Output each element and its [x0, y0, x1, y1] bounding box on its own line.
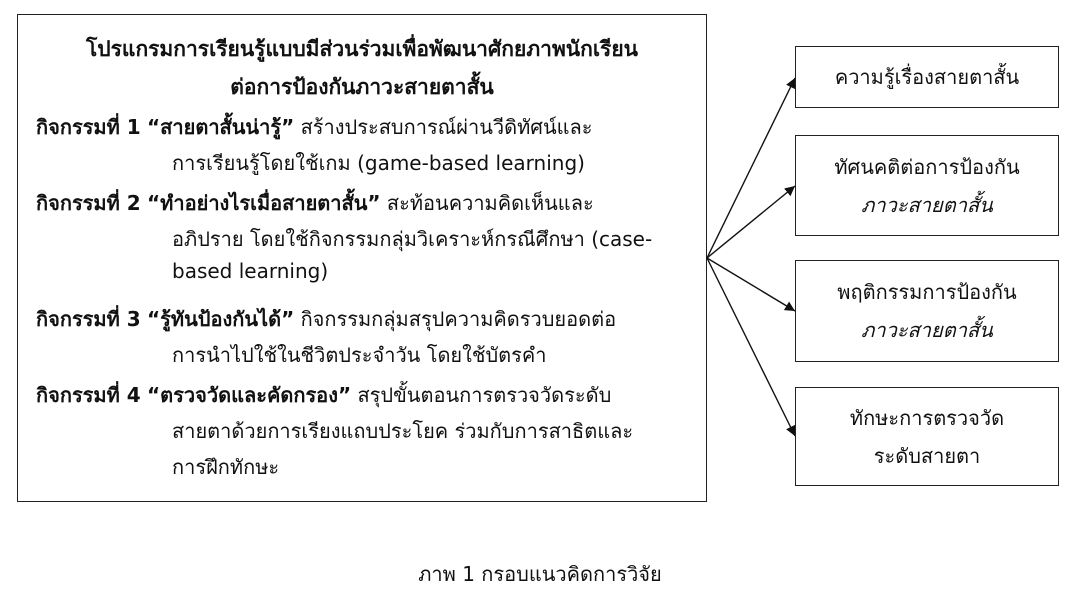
- activity-4-desc-line2: สายตาด้วยการเรียงแถบประโยค ร่วมกับการสาธ…: [172, 419, 634, 443]
- arrow-to-outcome-4: [706, 257, 796, 437]
- activity-3-desc-line1: กิจกรรมกลุ่มสรุปความคิดรวบยอดต่อ: [294, 307, 617, 331]
- program-box: โปรแกรมการเรียนรู้แบบมีส่วนร่วมเพื่อพัฒน…: [17, 14, 707, 502]
- activity-2-desc-line3: based learning): [172, 259, 329, 283]
- activity-3-label: กิจกรรมที่ 3: [36, 307, 141, 331]
- arrow-to-outcome-3: [706, 257, 796, 312]
- outcome-knowledge: ความรู้เรื่องสายตาสั้น: [795, 46, 1059, 108]
- outcome-attitude: ทัศนคติต่อการป้องกัน ภาวะสายตาสั้น: [795, 135, 1059, 236]
- outcome-1-line1: ความรู้เรื่องสายตาสั้น: [834, 65, 1020, 89]
- program-title-line2: ต่อการป้องกันภาวะสายตาสั้น: [230, 75, 494, 99]
- activity-2-label: กิจกรรมที่ 2: [36, 191, 141, 215]
- activity-2-desc-line2: อภิปราย โดยใช้กิจกรรมกลุ่มวิเคราะห์กรณีศ…: [172, 227, 653, 251]
- outcome-behavior: พฤติกรรมการป้องกัน ภาวะสายตาสั้น: [795, 260, 1059, 362]
- activity-1-label: กิจกรรมที่ 1: [36, 115, 141, 139]
- activity-2-name: “ทำอย่างไรเมื่อสายตาสั้น”: [147, 191, 381, 215]
- activity-4-desc-line1: สรุปขั้นตอนการตรวจวัดระดับ: [351, 383, 612, 407]
- activity-1-name: “สายตาสั้นน่ารู้”: [147, 115, 295, 139]
- activity-3-desc-line2: การนำไปใช้ในชีวิตประจำวัน โดยใช้บัตรคำ: [172, 343, 547, 367]
- activity-1-desc-line1: สร้างประสบการณ์ผ่านวีดิทัศน์และ: [294, 115, 593, 139]
- outcome-4-line1: ทักษะการตรวจวัด: [849, 405, 1005, 430]
- arrow-to-outcome-1: [706, 77, 796, 259]
- activity-3-name: “รู้ทันป้องกันได้”: [147, 307, 295, 331]
- activity-4-label: กิจกรรมที่ 4: [36, 383, 141, 407]
- activity-4-name: “ตรวจวัดและคัดกรอง”: [147, 383, 352, 407]
- activity-2-desc-line1: สะท้อนความคิดเห็นและ: [380, 191, 594, 215]
- outcome-3-line2: ภาวะสายตาสั้น: [861, 318, 993, 342]
- outcome-3-line1: พฤติกรรมการป้องกัน: [837, 280, 1017, 304]
- outcome-2-line1: ทัศนคติต่อการป้องกัน: [834, 154, 1020, 179]
- activity-4-desc-line3: การฝึกทักษะ: [172, 455, 280, 479]
- arrow-to-outcome-2: [706, 185, 796, 259]
- outcome-2-line2: ภาวะสายตาสั้น: [861, 192, 993, 217]
- program-title-line1: โปรแกรมการเรียนรู้แบบมีส่วนร่วมเพื่อพัฒน…: [86, 37, 638, 61]
- figure-caption: ภาพ 1 กรอบแนวคิดการวิจัย: [418, 562, 662, 586]
- activity-1-desc-line2: การเรียนรู้โดยใช้เกม (game-based learnin…: [172, 151, 585, 175]
- outcome-4-line2: ระดับสายตา: [873, 443, 981, 468]
- outcome-skill: ทักษะการตรวจวัด ระดับสายตา: [795, 387, 1059, 486]
